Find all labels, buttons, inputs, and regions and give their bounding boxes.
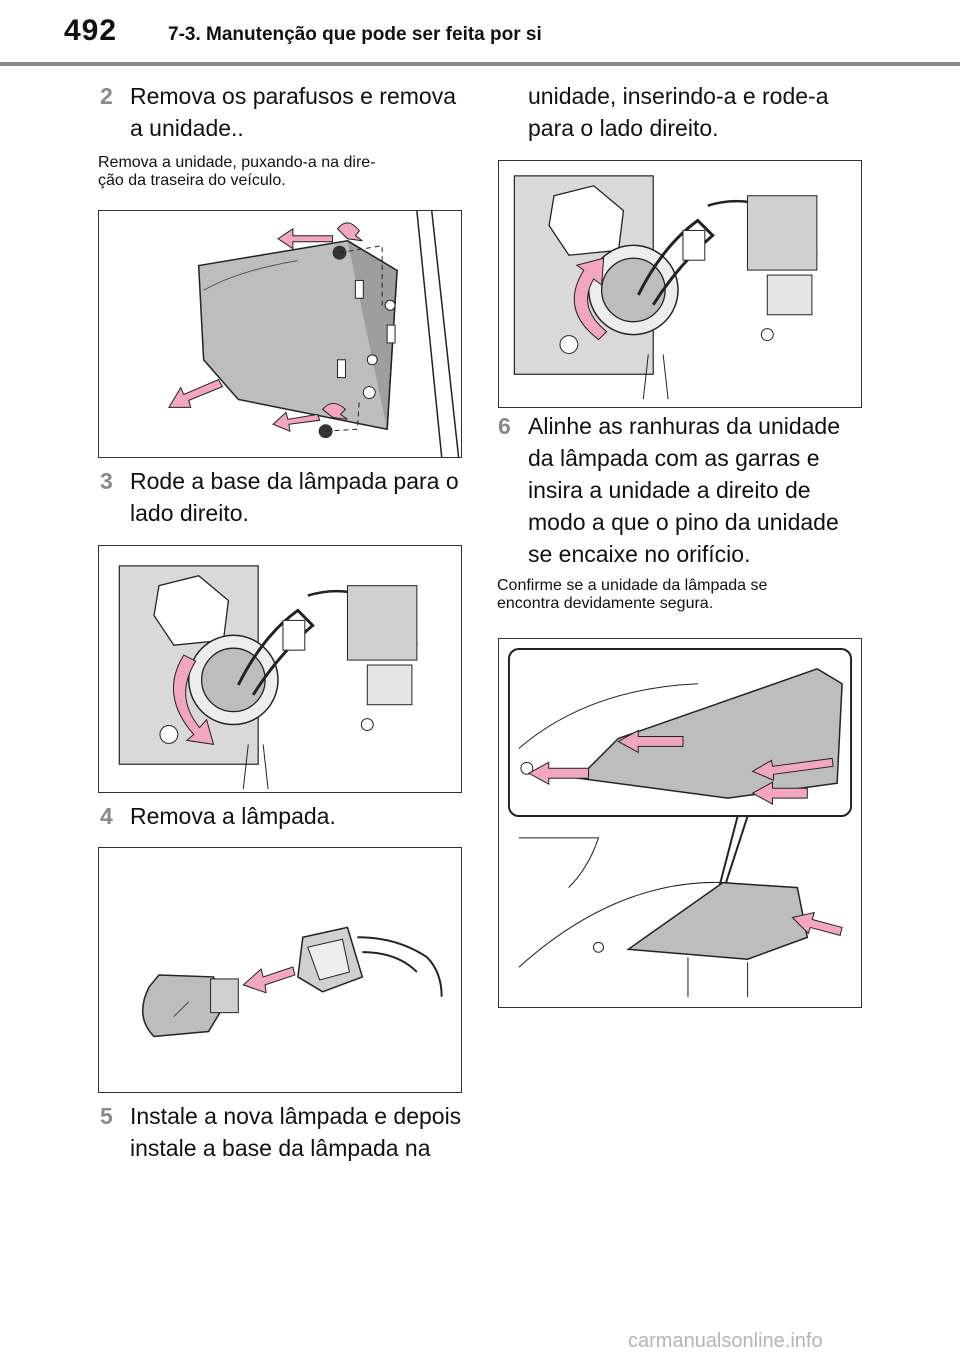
bulb-removal-illustration [142,926,443,1038]
step-2: 2 Remova os parafusos e remova a unidade… [100,80,480,144]
step-text-line: instale a base da lâmpada na [130,1135,431,1161]
note-line: Confirme se a unidade da lâmpada se [497,577,768,594]
headlight-unit-illustration [168,211,460,457]
step-text-line: unidade, inserindo-a e rode-a [528,83,829,109]
figure-rotate-base-left [98,545,462,793]
figure-remove-bulb [98,847,462,1093]
note-confirm-secure: Confirme se a unidade da lâmpada se enco… [497,577,877,613]
note-line: Remova a unidade, puxando-a na dire- [98,154,376,171]
watermark: carmanualsonline.info [628,1330,823,1352]
step-text-line: insira a unidade a direito de [528,477,811,503]
step-5: 5 Instale a nova lâmpada e depois instal… [100,1100,480,1164]
step-text-line: Alinhe as ranhuras da unidade [528,413,841,439]
section-title: 7-3. Manutenção que pode ser feita por s… [168,24,542,45]
step-text-line: a unidade.. [130,115,244,141]
step-6: 6 Alinhe as ranhuras da unidade da lâmpa… [498,410,878,570]
step-text-line: se encaixe no orifício. [528,541,751,567]
step-number: 3 [100,468,113,494]
step-number: 2 [100,83,113,109]
figure-rotate-base-right [498,160,862,408]
header-rule [0,62,960,66]
step-text-line: lado direito. [130,500,249,526]
step-5-continuation: unidade, inserindo-a e rode-a para o lad… [528,80,888,144]
step-text-line: para o lado direito. [528,115,719,141]
page-number: 492 [64,14,118,47]
step-number: 4 [100,803,113,829]
page-header: 492 7-3. Manutenção que pode ser feita p… [0,0,960,66]
step-3: 3 Rode a base da lâmpada para o lado dir… [100,465,480,529]
step-number: 6 [498,413,511,439]
note-line: ção da traseira do veículo. [98,172,286,189]
step-text-line: Remova os parafusos e remova [130,83,456,109]
note-line: encontra devidamente segura. [497,595,714,612]
bulb-socket-illustration [118,565,418,790]
note-pull-unit: Remova a unidade, puxando-a na dire- ção… [98,154,478,190]
figure-insert-unit [498,638,862,1008]
step-text-line: da lâmpada com as garras e [528,445,820,471]
figure-remove-screws [98,210,462,458]
step-number: 5 [100,1103,113,1129]
step-text-line: Instale a nova lâmpada e depois [130,1103,462,1129]
bulb-socket-install-illustration [513,175,818,400]
step-4: 4 Remova a lâmpada. [100,800,480,832]
step-text-line: Remova a lâmpada. [130,803,336,829]
unit-insertion-illustration [507,647,853,998]
step-text-line: Rode a base da lâmpada para o [130,468,459,494]
step-text-line: modo a que o pino da unidade [528,509,839,535]
